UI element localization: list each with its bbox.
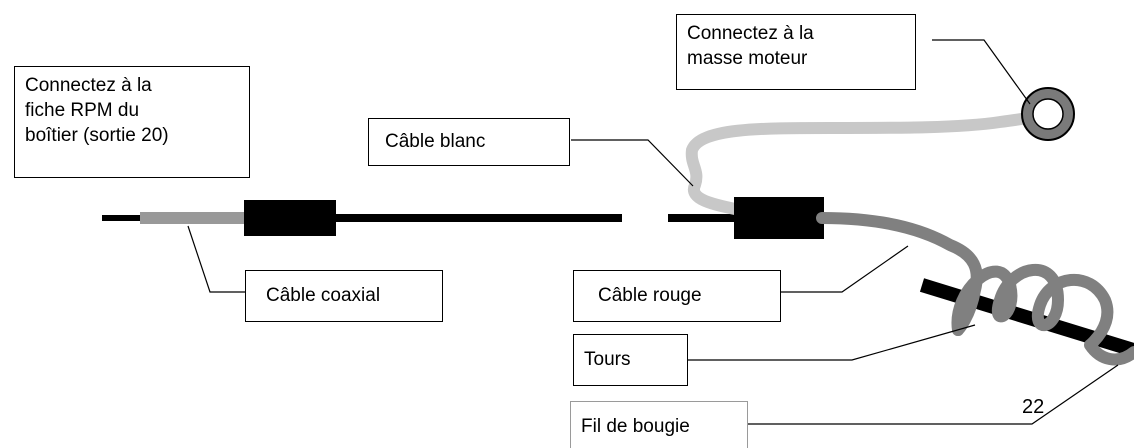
right-connector-sleeve	[734, 197, 824, 239]
leader-white	[571, 139, 694, 187]
rpm-plug-label: Connectez à la fiche RPM du boîtier (sor…	[14, 66, 250, 178]
leader-ground	[932, 39, 1031, 105]
engine-ground-label: Connectez à la masse moteur	[676, 14, 916, 90]
leader-coax	[187, 225, 246, 293]
turns-label: Tours	[573, 334, 688, 386]
coil-turns	[951, 264, 1134, 366]
red-cable	[816, 212, 983, 336]
leader-turns	[688, 324, 976, 361]
left-connector-sleeve	[244, 200, 336, 236]
right-cable-assembly	[668, 87, 1134, 366]
spark-plug-wire-label: Fil de bougie	[570, 401, 748, 448]
left-cable-assembly	[102, 200, 622, 236]
white-cable-label: Câble blanc	[368, 118, 570, 166]
leader-spark	[748, 364, 1119, 425]
red-cable-label: Câble rouge	[573, 270, 781, 322]
coax-cable-label: Câble coaxial	[245, 270, 443, 322]
page-number: 22	[1022, 396, 1045, 418]
leader-red	[780, 245, 909, 293]
leader-lines	[187, 39, 1119, 425]
ring-terminal-hole	[1032, 98, 1064, 130]
white-cable	[685, 112, 1034, 216]
